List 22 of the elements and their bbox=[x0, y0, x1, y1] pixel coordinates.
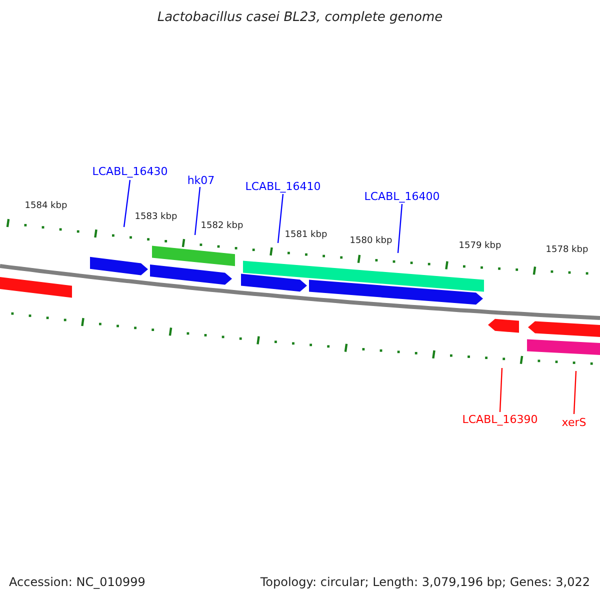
footer-text: Accession: NC_010999 bbox=[9, 576, 146, 588]
gene-label: hk07 bbox=[187, 175, 215, 186]
scale-label: 1583 kbp bbox=[134, 213, 178, 222]
leader-line bbox=[499, 368, 503, 412]
gene-label: xerS bbox=[562, 417, 586, 428]
title: Lactobacillus casei BL23, complete genome bbox=[157, 11, 443, 24]
gene-label: LCABL_16390 bbox=[462, 414, 538, 425]
footer-text: Topology: circular; Length: 3,079,196 bp; Genes: 3,022 bbox=[260, 576, 590, 588]
scale-label: 1581 kbp bbox=[284, 231, 328, 240]
gene-label: LCABL_16410 bbox=[245, 181, 321, 192]
leader-line bbox=[123, 180, 131, 228]
leader-line bbox=[573, 370, 577, 414]
scale-label: 1580 kbp bbox=[350, 237, 392, 246]
scale-label: 1584 kbp bbox=[24, 202, 68, 211]
leader-line bbox=[194, 186, 201, 236]
leader-line bbox=[397, 204, 403, 254]
scale-label: 1579 kbp bbox=[458, 242, 502, 251]
scale-label: 1578 kbp bbox=[546, 246, 588, 255]
gene-label: LCABL_16400 bbox=[364, 191, 440, 202]
leader-line bbox=[277, 194, 284, 244]
gene-label: LCABL_16430 bbox=[92, 166, 168, 177]
scale-label: 1582 kbp bbox=[200, 222, 244, 231]
